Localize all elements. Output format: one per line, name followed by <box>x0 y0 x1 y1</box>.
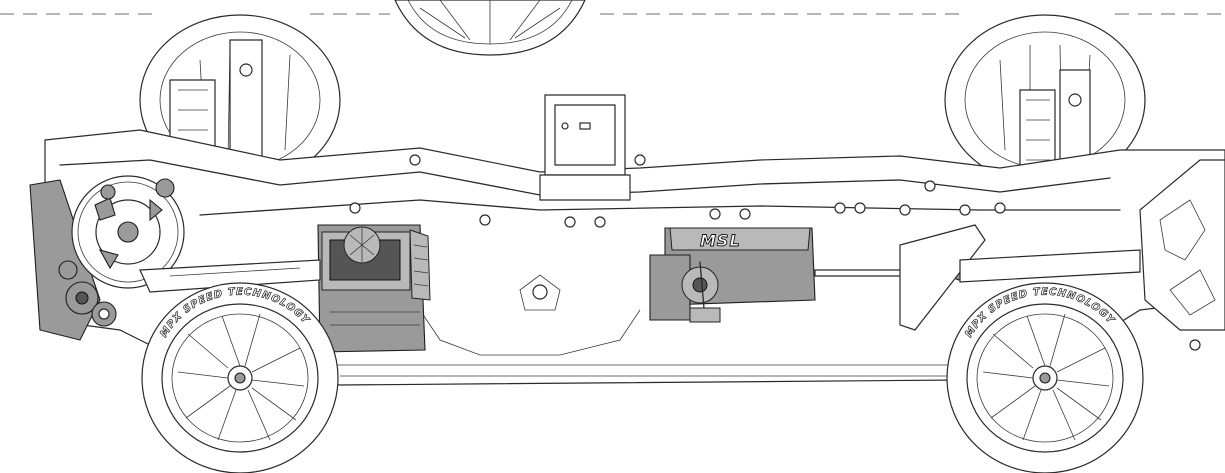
front-wheel: MPX SPEED TECHNOLOGY <box>946 282 1144 473</box>
pinion-gears <box>58 260 117 327</box>
rear-wheel: MPX SPEED TECHNOLOGY <box>141 282 339 473</box>
top-spare-wheel <box>394 0 586 56</box>
rear-suspension-arm <box>139 259 321 293</box>
front-suspension-arm <box>899 224 1141 331</box>
chassis-screws <box>349 154 1006 228</box>
front-bumper-bracket <box>1139 159 1225 351</box>
servo-brand-label: MSL <box>700 231 741 250</box>
esc-speed-controller <box>317 224 431 353</box>
steering-servo: MSL <box>649 227 816 323</box>
receiver-box <box>539 94 631 201</box>
